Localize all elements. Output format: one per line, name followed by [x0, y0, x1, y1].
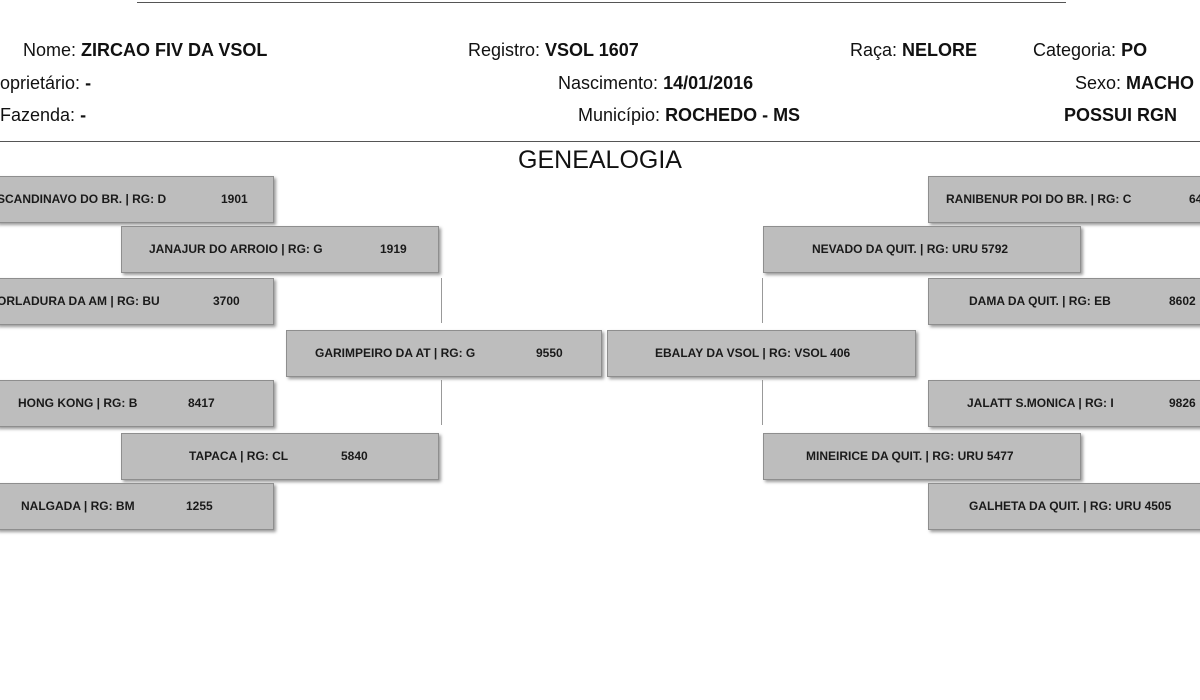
ggd-3-number: 8602 — [1169, 294, 1196, 308]
maternal-granddam-name: MINEIRICE DA QUIT. | RG: URU 5477 — [806, 449, 1014, 463]
municipio-label: Município: — [578, 105, 661, 125]
connector-line — [762, 380, 763, 425]
pedigree-box-paternal-grandsire[interactable]: JANAJUR DO ARROIO | RG: G 1919 — [121, 226, 439, 273]
raca-label: Raça: — [850, 40, 898, 60]
paternal-granddam-name: TAPACA | RG: CL — [189, 449, 289, 463]
ggd-4-name: GALHETA DA QUIT. | RG: URU 4505 — [969, 499, 1172, 513]
pedigree-box-ggd-1[interactable]: ORLADURA DA AM | RG: BU 3700 — [0, 278, 274, 325]
pedigree-box-ggs-1[interactable]: SCANDINAVO DO BR. | RG: D 1901 — [0, 176, 274, 223]
ggs-1-name: SCANDINAVO DO BR. | RG: D — [0, 192, 167, 206]
sexo-label: Sexo: — [1075, 73, 1122, 93]
registro-field: Registro: VSOL 1607 — [468, 40, 639, 61]
municipio-field: Município: ROCHEDO - MS — [578, 105, 800, 126]
ggs-2-name: HONG KONG | RG: B — [18, 396, 138, 410]
pedigree-box-ggd-3[interactable]: DAMA DA QUIT. | RG: EB 8602 — [928, 278, 1200, 325]
nascimento-value: 14/01/2016 — [663, 73, 754, 93]
connector-line — [762, 278, 763, 323]
ggs-3-number: 64 — [1189, 192, 1200, 206]
pedigree-box-ggd-4[interactable]: GALHETA DA QUIT. | RG: URU 4505 — [928, 483, 1200, 530]
sexo-value: MACHO — [1126, 73, 1195, 93]
categoria-value: PO — [1121, 40, 1148, 60]
pedigree-box-sire[interactable]: GARIMPEIRO DA AT | RG: G 9550 — [286, 330, 602, 377]
municipio-value: ROCHEDO - MS — [665, 105, 801, 125]
genealogy-title: GENEALOGIA — [518, 146, 682, 174]
pedigree-box-paternal-granddam[interactable]: TAPACA | RG: CL 5840 — [121, 433, 439, 480]
paternal-granddam-number: 5840 — [341, 449, 368, 463]
name-field: Nome: ZIRCAO FIV DA VSOL — [23, 40, 267, 61]
pedigree-box-maternal-granddam[interactable]: MINEIRICE DA QUIT. | RG: URU 5477 — [763, 433, 1081, 480]
paternal-grandsire-name: JANAJUR DO ARROIO | RG: G — [149, 242, 323, 256]
raca-field: Raça: NELORE — [850, 40, 977, 61]
pedigree-box-ggs-4[interactable]: JALATT S.MONICA | RG: I 9826 — [928, 380, 1200, 427]
pedigree-box-dam[interactable]: EBALAY DA VSOL | RG: VSOL 406 — [607, 330, 916, 377]
connector-line — [441, 278, 442, 323]
nascimento-label: Nascimento: — [558, 73, 659, 93]
name-label: Nome: — [23, 40, 77, 60]
fazenda-label: Fazenda: — [0, 105, 76, 125]
ggd-1-number: 3700 — [213, 294, 240, 308]
paternal-grandsire-number: 1919 — [380, 242, 407, 256]
ggd-2-name: NALGADA | RG: BM — [21, 499, 135, 513]
fazenda-value: - — [80, 105, 87, 125]
ggs-3-name: RANIBENUR POI DO BR. | RG: C — [946, 192, 1132, 206]
pedigree-box-maternal-grandsire[interactable]: NEVADO DA QUIT. | RG: URU 5792 — [763, 226, 1081, 273]
ggs-2-number: 8417 — [188, 396, 215, 410]
name-value: ZIRCAO FIV DA VSOL — [81, 40, 268, 60]
fazenda-field: Fazenda: - — [0, 105, 86, 126]
ggs-1-number: 1901 — [221, 192, 248, 206]
pedigree-box-ggs-3[interactable]: RANIBENUR POI DO BR. | RG: C 64 — [928, 176, 1200, 223]
sexo-field: Sexo: MACHO — [1075, 73, 1200, 94]
top-rule — [137, 2, 1066, 3]
proprietario-label: oprietário: — [0, 73, 81, 93]
rgn-badge: POSSUI RGN — [1064, 105, 1177, 126]
connector-line — [441, 380, 442, 425]
proprietario-value: - — [85, 73, 92, 93]
proprietario-field: oprietário: - — [0, 73, 91, 94]
ggs-4-name: JALATT S.MONICA | RG: I — [967, 396, 1114, 410]
pedigree-box-ggs-2[interactable]: HONG KONG | RG: B 8417 — [0, 380, 274, 427]
categoria-label: Categoria: — [1033, 40, 1117, 60]
registro-label: Registro: — [468, 40, 541, 60]
rgn-text: POSSUI RGN — [1064, 105, 1178, 125]
registro-value: VSOL 1607 — [545, 40, 639, 60]
ggd-2-number: 1255 — [186, 499, 213, 513]
ggs-4-number: 9826 — [1169, 396, 1196, 410]
sire-number: 9550 — [536, 346, 563, 360]
nascimento-field: Nascimento: 14/01/2016 — [558, 73, 753, 94]
ggd-3-name: DAMA DA QUIT. | RG: EB — [969, 294, 1111, 308]
raca-value: NELORE — [902, 40, 978, 60]
dam-name: EBALAY DA VSOL | RG: VSOL 406 — [655, 346, 851, 360]
ggd-1-name: ORLADURA DA AM | RG: BU — [0, 294, 160, 308]
sire-name: GARIMPEIRO DA AT | RG: G — [315, 346, 476, 360]
maternal-grandsire-name: NEVADO DA QUIT. | RG: URU 5792 — [812, 242, 1009, 256]
pedigree-box-ggd-2[interactable]: NALGADA | RG: BM 1255 — [0, 483, 274, 530]
header-divider — [0, 141, 1200, 142]
categoria-field: Categoria: PO — [1033, 40, 1147, 61]
